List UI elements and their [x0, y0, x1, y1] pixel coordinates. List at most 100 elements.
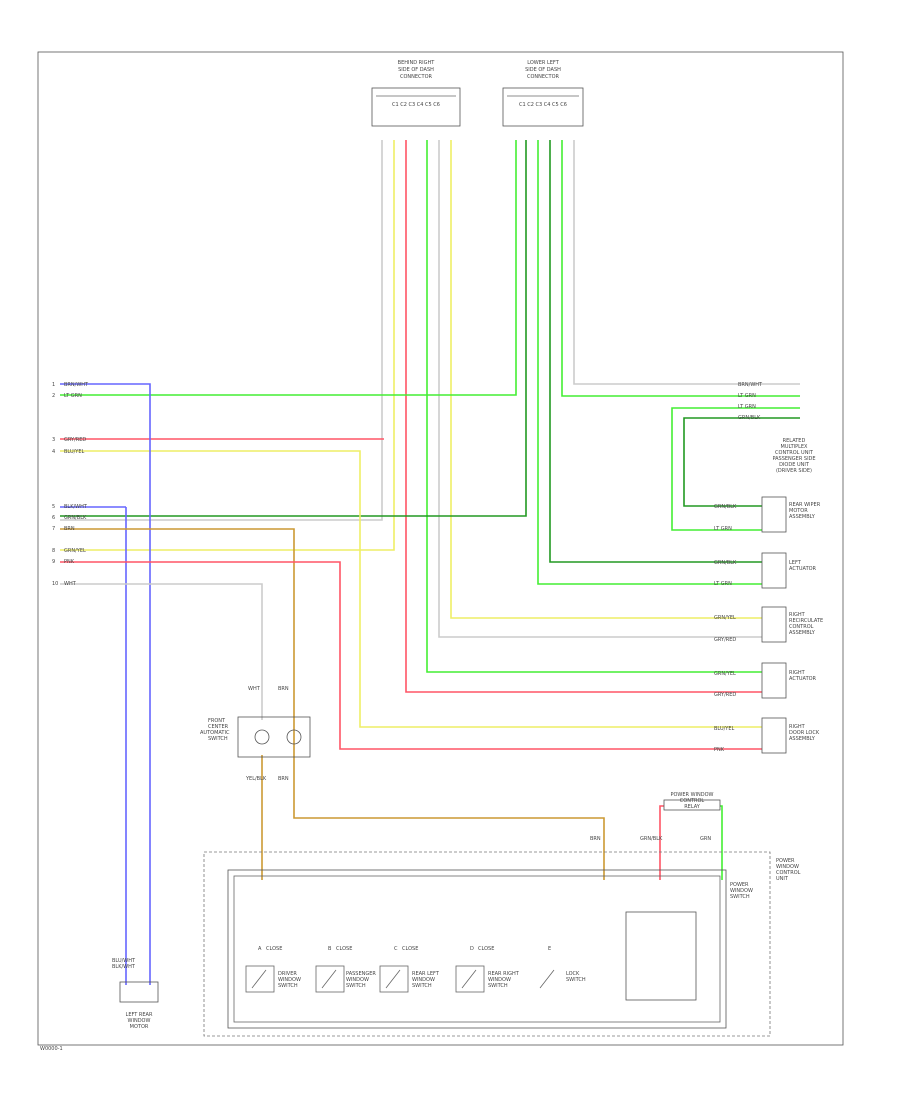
control-unit-label-1: POWER	[776, 858, 795, 864]
left-pin-5: 5	[52, 504, 55, 510]
left-label-8: GRN/YEL	[64, 548, 86, 554]
relay-line3: RELAY	[684, 804, 701, 810]
wire-right-ltgrn-2	[671, 407, 800, 531]
control-unit: POWER WINDOW POWER WINDOW SWITCH CONTROL…	[203, 851, 801, 1037]
switches: A CLOSE DRIVER WINDOW SWITCH B CLOSE PAS…	[245, 946, 586, 993]
switch-a-name-2: WINDOW	[278, 977, 301, 983]
wire-pnk-left	[60, 561, 762, 750]
top-connector-right-line3: CONNECTOR	[400, 74, 433, 80]
control-unit-label-4: UNIT	[776, 876, 789, 882]
switch-a-id: A	[258, 946, 262, 952]
switch-a-name-3: SWITCH	[278, 983, 298, 989]
switch-e-name-1: LOCK	[566, 971, 580, 977]
motor-1-name-3: ASSEMBLY	[789, 514, 816, 520]
switch-b-id: B	[328, 946, 332, 952]
switch-a: A CLOSE DRIVER WINDOW SWITCH	[245, 946, 301, 993]
left-pin-7: 7	[52, 526, 55, 532]
right-labels: BRN/WHT LT GRN LT GRN GRN/BLK RELATED MU…	[738, 382, 816, 474]
motor-2: GRN/BLK LT GRN LEFT ACTUATOR	[714, 552, 817, 589]
motor-5-name-2: DOOR LOCK	[789, 730, 820, 736]
left-label-9: PNK	[64, 559, 75, 565]
left-pin-6: 6	[52, 515, 55, 521]
motor-5-name-3: ASSEMBLY	[789, 736, 816, 742]
center-component-line3: AUTOMATIC	[200, 730, 230, 736]
diagram-frame	[37, 51, 844, 1046]
left-label-4: BLU/YEL	[64, 449, 85, 455]
motor-1-name-2: MOTOR	[789, 508, 808, 514]
left-pin-4: 4	[52, 449, 55, 455]
note-line4: PASSENGER SIDE	[772, 456, 815, 462]
wire-top-right-1	[60, 140, 383, 521]
motor-3-name-2: RECIRCULATE	[789, 618, 823, 624]
top-connector-left-line2: SIDE OF DASH	[525, 67, 561, 73]
center-component-line4: SWITCH	[208, 736, 228, 742]
wire-top-left-6	[573, 140, 800, 385]
top-connector-right-pins: C1 C2 C3 C4 C5 C6	[392, 102, 440, 108]
wire-top-right-2	[60, 140, 395, 551]
right-label-2: LT GRN	[738, 393, 756, 399]
left-label-1: BRN/WHT	[64, 382, 89, 388]
switch-b-state: CLOSE	[336, 946, 352, 952]
motor-5-wire-b: PNK	[714, 747, 725, 753]
switch-c: C CLOSE REAR LEFT WINDOW SWITCH	[379, 946, 440, 993]
wire-top-left-5	[561, 140, 800, 397]
wire-top-left-2	[60, 140, 527, 517]
switch-e-id: E	[548, 946, 551, 952]
motor-4-wire-a: GRN/YEL	[714, 671, 736, 677]
motor-1-wire-b: LT GRN	[714, 526, 732, 532]
bottom-left-line3: MOTOR	[130, 1024, 149, 1030]
left-pin-1: 1	[52, 382, 55, 388]
wire-brn-left	[60, 528, 605, 880]
left-pin-9: 9	[52, 559, 55, 565]
bottom-left-line2: WINDOW	[128, 1018, 151, 1024]
wire-top-right-4	[426, 140, 762, 673]
bottom-left-wire-1: BLU/WHT	[112, 958, 136, 964]
motor-2-wire-a: GRN/BLK	[714, 560, 737, 566]
switch-d-state: CLOSE	[478, 946, 494, 952]
motor-5-wire-a: BLU/YEL	[714, 726, 735, 732]
motor-4: GRN/YEL GRY/RED RIGHT ACTUATOR	[714, 662, 817, 699]
control-unit-inner-1: POWER	[730, 882, 749, 888]
control-unit-inner-2: WINDOW	[730, 888, 753, 894]
wire-blu-ext	[60, 383, 151, 985]
bottom-left-line1: LEFT REAR	[126, 1012, 153, 1018]
small-wire-2: GRN/BLK	[640, 836, 663, 842]
motor-4-wire-b: GRY/RED	[714, 692, 736, 698]
control-unit-label-2: WINDOW	[776, 864, 799, 870]
switch-c-id: C	[394, 946, 398, 952]
switch-d-id: D	[470, 946, 474, 952]
motor-4-name-1: RIGHT	[789, 670, 806, 676]
small-wire-3: GRN	[700, 836, 711, 842]
motor-2-name-1: LEFT	[789, 560, 802, 566]
switch-c-name-3: SWITCH	[412, 983, 432, 989]
left-label-2: LT GRN	[64, 393, 82, 399]
small-wire-1: BRN	[590, 836, 601, 842]
relay-line2: CONTROL	[680, 798, 705, 804]
left-pin-10: 10	[52, 581, 58, 587]
wire-top-left-3	[537, 140, 762, 585]
left-pin-2: 2	[52, 393, 55, 399]
top-right-relay: POWER WINDOW CONTROL RELAY BRN GRN/BLK G…	[590, 792, 721, 842]
wire-right-grnblk	[683, 417, 800, 507]
note-line6: (DRIVER SIDE)	[776, 468, 812, 474]
wire-wht-left	[60, 583, 263, 720]
motor-1-wire-a: GRN/BLK	[714, 504, 737, 510]
center-bottom-wire-2: BRN	[278, 776, 289, 782]
top-connector-right-line1: BEHIND RIGHT	[398, 60, 436, 66]
motor-5: BLU/YEL PNK RIGHT DOOR LOCK ASSEMBLY	[714, 717, 820, 754]
wire-top-right-3	[405, 140, 762, 693]
top-connector-right: BEHIND RIGHT SIDE OF DASH CONNECTOR C1 C…	[371, 60, 461, 127]
switch-c-state: CLOSE	[402, 946, 418, 952]
motor-3-wire-a: GRN/YEL	[714, 615, 736, 621]
wire-top-right-5	[438, 140, 762, 638]
note-line2: MULTIPLEX	[781, 444, 809, 450]
motor-2-wire-b: LT GRN	[714, 581, 732, 587]
top-connector-left-pins: C1 C2 C3 C4 C5 C6	[519, 102, 567, 108]
switch-d-name-1: REAR RIGHT	[488, 971, 520, 977]
wire-top-right-6	[450, 140, 762, 619]
left-label-10: WHT	[64, 581, 77, 587]
center-component-line2: CENTER	[208, 724, 229, 730]
bottom-left-component: BLU/WHT BLK/WHT LEFT REAR WINDOW MOTOR	[112, 958, 159, 1030]
motor-3-wire-b: GRY/RED	[714, 637, 736, 643]
motor-3-name-4: ASSEMBLY	[789, 630, 816, 636]
